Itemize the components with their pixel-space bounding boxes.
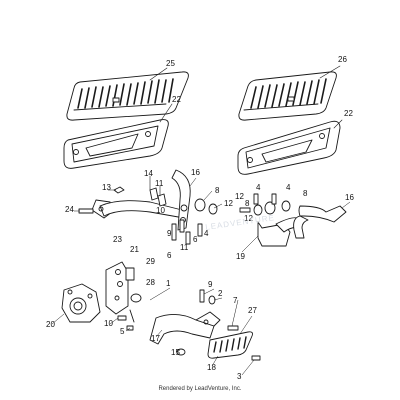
- callout-12-right: 12: [244, 214, 253, 223]
- callout-8-right: 8: [303, 189, 308, 198]
- callout-23: 23: [113, 235, 122, 244]
- callout-2: 2: [218, 289, 223, 298]
- callout-17: 17: [151, 334, 160, 343]
- callout-15: 15: [171, 348, 180, 357]
- callout-26: 26: [338, 55, 347, 64]
- right-footboard-pad: [238, 65, 341, 121]
- callout-10-bottom: 10: [104, 319, 113, 328]
- left-footboard-pad: [66, 67, 189, 121]
- callout-20: 20: [46, 320, 55, 329]
- callout-6-top: 6: [193, 235, 198, 244]
- callout-12-left: 12: [224, 199, 233, 208]
- callout-21: 21: [130, 245, 139, 254]
- callout-19: 19: [236, 252, 245, 261]
- leader-lines: [51, 177, 351, 376]
- callout-8-center: 8: [245, 199, 250, 208]
- callout-9-top: 9: [167, 229, 172, 238]
- footer-credit: Rendered by LeadVenture, Inc.: [158, 386, 242, 392]
- callout-6-bottom: 6: [167, 251, 172, 260]
- callout-7: 7: [233, 296, 238, 305]
- callout-22-left: 22: [172, 95, 181, 104]
- left-fasteners: [78, 175, 218, 245]
- callout-4-right: 4: [286, 183, 291, 192]
- callout-11-top: 11: [155, 179, 164, 188]
- right-mount-bracket: [257, 205, 347, 247]
- callout-18: 18: [207, 363, 216, 372]
- lower-left-mount-plate: [61, 283, 101, 323]
- callout-25: 25: [166, 59, 175, 68]
- callout-10-top: 10: [156, 206, 165, 215]
- right-footboard: [237, 119, 343, 175]
- callout-16-left: 16: [191, 168, 200, 177]
- callout-27: 27: [248, 306, 257, 315]
- toe-peg-pad: [207, 331, 261, 361]
- right-fasteners: [239, 193, 291, 216]
- callout-9-bottom: 9: [208, 280, 213, 289]
- lower-fasteners: [176, 289, 239, 356]
- callout-22-right: 22: [344, 109, 353, 118]
- callout-29: 29: [146, 257, 155, 266]
- pivot-bracket: [105, 261, 129, 315]
- callout-3: 3: [237, 372, 242, 381]
- callout-24: 24: [65, 205, 74, 214]
- callout-8-left: 8: [215, 186, 220, 195]
- left-footboard: [63, 103, 173, 169]
- pivot-pin: [117, 267, 142, 331]
- callout-labels: 25 26 22 22 14 11 16 13 8 12 24 10 23 9 …: [46, 55, 354, 381]
- callout-28: 28: [146, 278, 155, 287]
- lower-center-arm: [149, 311, 221, 345]
- callout-12-center: 12: [235, 192, 244, 201]
- callout-4-center: 4: [256, 183, 261, 192]
- callout-4-left: 4: [204, 229, 209, 238]
- left-mount-bracket: [91, 169, 191, 231]
- callout-14: 14: [144, 169, 153, 178]
- callout-16-right: 16: [345, 193, 354, 202]
- callout-11-bottom: 11: [180, 243, 189, 252]
- callout-1: 1: [166, 279, 171, 288]
- callout-5: 5: [120, 327, 125, 336]
- callout-13: 13: [102, 183, 111, 192]
